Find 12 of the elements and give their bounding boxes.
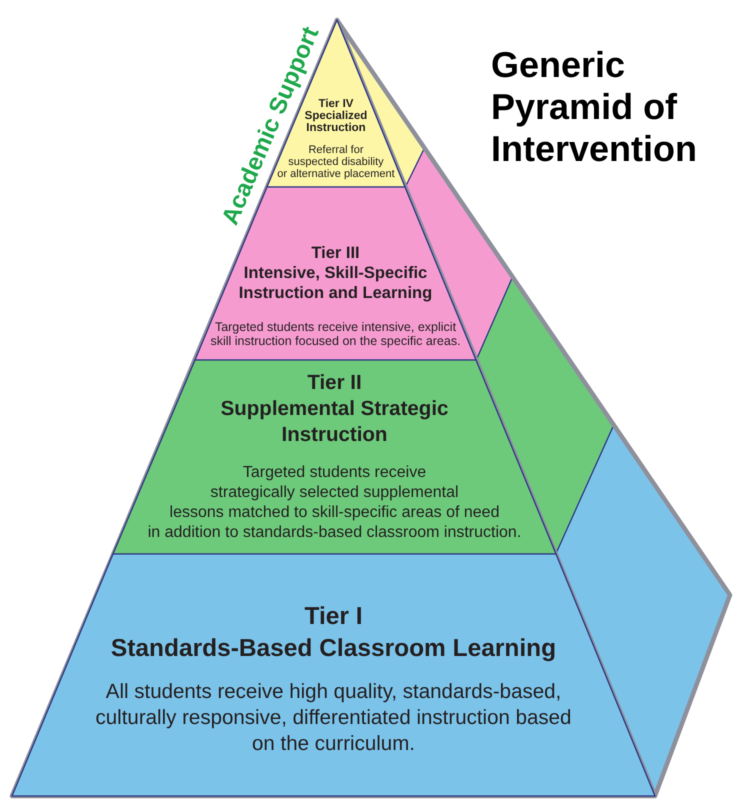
tier-title: Supplemental Strategic Instruction [220,397,448,446]
tier-description: Targeted students receive strategically selected supplemental lessons matched to skill-specific areas of need in addition to standards-based classroom instruction. [148,464,522,541]
tier-title: Standards-Based Classroom Learning [110,635,556,662]
tier-description: Referral for suspected disability or alternative placement [277,144,395,180]
tier-description: All students receive high quality, standards-based, culturally responsive, differentiated instruction based on the curriculum. [96,680,572,755]
tier-label: Tier IV [318,98,354,110]
tier-description: Targeted students receive intensive, explicit skill instruction focused on the specific areas. [210,320,461,348]
tier-label: Tier II [307,371,362,394]
diagram-title: Generic Pyramid of Intervention [491,44,698,170]
tier-label: Tier III [311,244,360,262]
tier-label: Tier I [304,603,363,630]
tier-title: Intensive, Skill-Specific Instruction and Learning [238,264,432,302]
